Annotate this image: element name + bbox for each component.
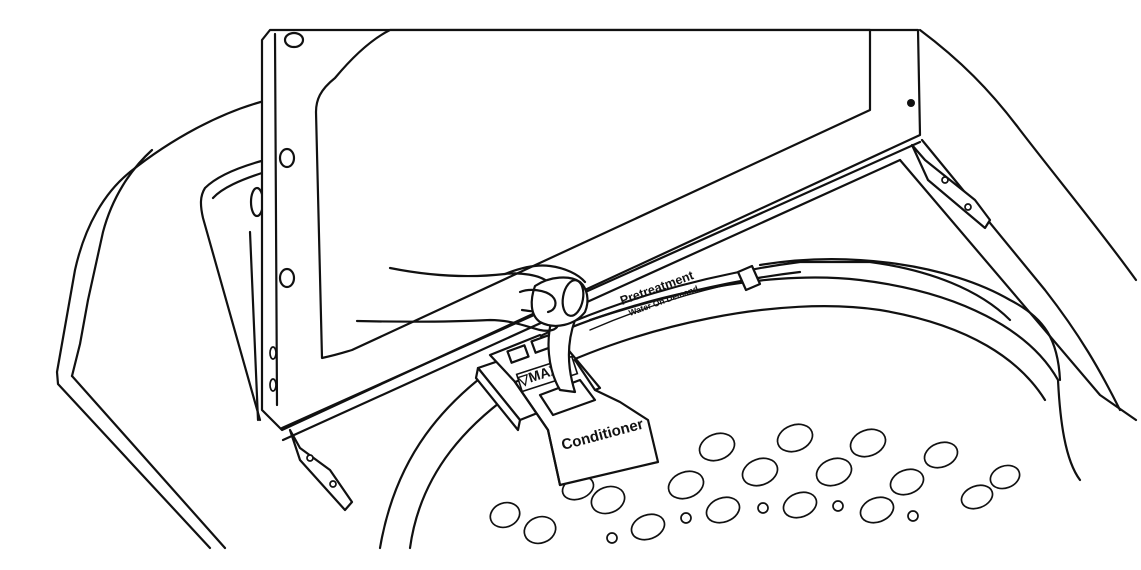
conditioner-dispenser: ▽MAX Conditioner	[513, 355, 660, 487]
lid-screw	[907, 99, 915, 107]
cabinet-left-hinge	[288, 428, 354, 512]
wash-tub	[378, 258, 1082, 550]
hand-pouring-cup	[355, 264, 589, 332]
cabinet-left-side	[55, 98, 270, 550]
conditioner-stream	[547, 313, 577, 394]
lid-hinge-screw	[283, 31, 305, 49]
pretreatment-dispenser-label: Pretreatment Water On Demand	[618, 268, 699, 318]
drum-holes	[489, 423, 1021, 545]
cabinet-right-side	[898, 28, 1138, 422]
